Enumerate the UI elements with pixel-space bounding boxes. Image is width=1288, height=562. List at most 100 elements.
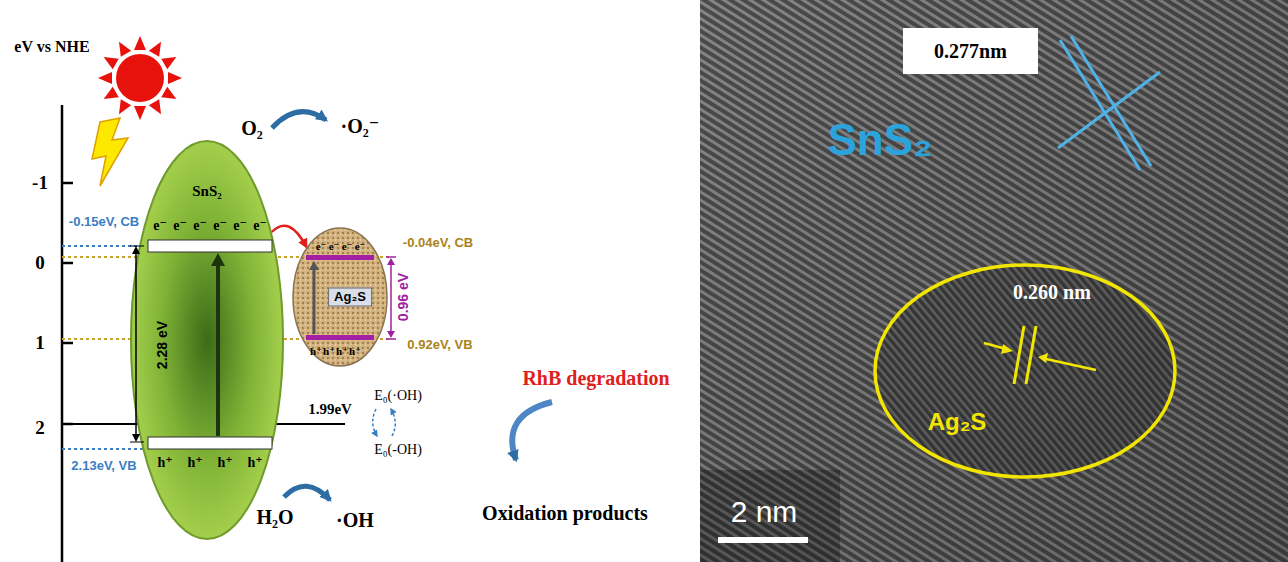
sun-icon [149, 99, 166, 117]
energy-axis [61, 105, 64, 562]
electron: e⁻ [153, 218, 167, 234]
hole: h⁺ [187, 455, 202, 471]
material-name: Ag₂S [328, 288, 372, 307]
phase-region-outline [1014, 326, 1024, 384]
band-gap: 2.28 eV [154, 321, 170, 369]
sun-icon [168, 72, 182, 84]
semiconductor-ellipse-outline [130, 246, 144, 247]
phase-region-outline [1026, 326, 1036, 384]
semiconductor-ellipse-outline [216, 264, 220, 436]
phase-region: 0.260 nm Ag₂S [872, 262, 1178, 480]
scale-label: 2 nm [731, 495, 798, 530]
cocatalyst-particle-outline [309, 261, 319, 270]
cocatalyst-particle-outline [306, 335, 374, 340]
gap-bracket [390, 262, 392, 334]
electron: e⁻ [329, 240, 340, 253]
electron: e⁻ [342, 240, 353, 253]
band-level: 0.92eV, VB [407, 338, 472, 353]
tick-label: 2 [35, 417, 45, 439]
semiconductor-ellipse-outline [130, 140, 284, 540]
redox-potential: E₀(·OH) [374, 388, 422, 404]
scale-bar [718, 537, 808, 543]
hole: h⁺ [349, 345, 361, 358]
tick-label: 0 [35, 252, 45, 274]
species: ·O₂⁻ [341, 115, 380, 138]
band-level: -0.15eV, CB [69, 215, 139, 230]
electron: e⁻ [173, 218, 187, 234]
tem-image [700, 0, 1288, 562]
cocatalyst-particle-outline [293, 228, 387, 366]
spacing-box-outline [903, 28, 1038, 74]
level-lines [62, 448, 146, 450]
sun-icon [149, 39, 166, 57]
lightning-icon [92, 118, 128, 186]
sun-icon [134, 36, 146, 50]
material-name: SnS₂ [192, 183, 222, 200]
phase-region-outline [1046, 359, 1096, 370]
reaction-arrows [512, 402, 552, 460]
phase-region-outline [1038, 353, 1048, 363]
potential-level: 1.99eV [308, 401, 352, 418]
sun-icon [114, 99, 131, 117]
electron: e⁻ [193, 218, 207, 234]
band-gap: 0.96 eV [395, 273, 411, 321]
sun-icon [101, 52, 119, 69]
level-lines [62, 245, 145, 247]
sun-icon [98, 72, 112, 84]
fringe-marker [1058, 36, 1160, 170]
tem-image [700, 0, 1288, 562]
reaction-arrows [391, 409, 395, 436]
reaction-arrows [284, 486, 330, 500]
phase-region-outline [1001, 344, 1013, 354]
species: ·OH [336, 509, 374, 532]
phase-region-outline [875, 265, 1175, 477]
redox-potential: E₀(-OH) [374, 442, 422, 458]
tem-image [700, 0, 1288, 562]
band-level: 2.13eV, VB [71, 459, 136, 474]
fringe-marker [1060, 40, 1140, 170]
sun-icon [134, 106, 146, 120]
material-name: Ag₂S [928, 408, 987, 436]
gap-bracket [387, 331, 395, 338]
hole: h⁺ [247, 455, 262, 471]
sun-icon [114, 39, 131, 57]
electron: e⁻ [253, 218, 267, 234]
electron: e⁻ [233, 218, 247, 234]
semiconductor-ellipse-outline [135, 250, 137, 438]
tem-image [700, 470, 840, 562]
fringe-marker [1058, 72, 1160, 148]
species: O₂ [241, 117, 263, 140]
semiconductor-ellipse-outline [131, 141, 283, 539]
energy-axis [62, 342, 73, 345]
reaction-arrows [272, 112, 326, 128]
gap-bracket [387, 258, 395, 265]
cocatalyst-particle-outline [313, 269, 316, 334]
axis-title: eV vs NHE [14, 38, 89, 56]
hole: h⁺ [336, 345, 348, 358]
lattice-spacing: 0.260 nm [1013, 281, 1091, 304]
lattice-spacing: 0.277nm [934, 40, 1007, 63]
phase-label: SnS₂ [827, 115, 932, 166]
electron: e⁻ [355, 240, 366, 253]
sun-icon [101, 87, 119, 104]
gap-bracket [386, 338, 396, 340]
tick-label: 1 [35, 332, 45, 354]
process-label: RhB degradation [522, 367, 669, 390]
energy-axis [62, 182, 73, 185]
hole: h⁺ [323, 345, 335, 358]
electron: e⁻ [213, 218, 227, 234]
semiconductor-ellipse-outline [148, 240, 272, 252]
reaction-arrows [373, 409, 377, 436]
sun-icon [161, 87, 179, 104]
semiconductor-ellipse-outline [211, 253, 225, 266]
semiconductor-ellipse-outline [132, 246, 140, 254]
sun-icon [161, 52, 179, 69]
electron-transfer-arrow [272, 226, 307, 247]
hole: h⁺ [157, 455, 172, 471]
energy-axis [62, 262, 73, 265]
tick-label: -1 [32, 172, 48, 194]
semiconductor-ellipse-outline [148, 437, 272, 449]
hole: h⁺ [310, 345, 322, 358]
reaction-arrows [272, 112, 552, 500]
